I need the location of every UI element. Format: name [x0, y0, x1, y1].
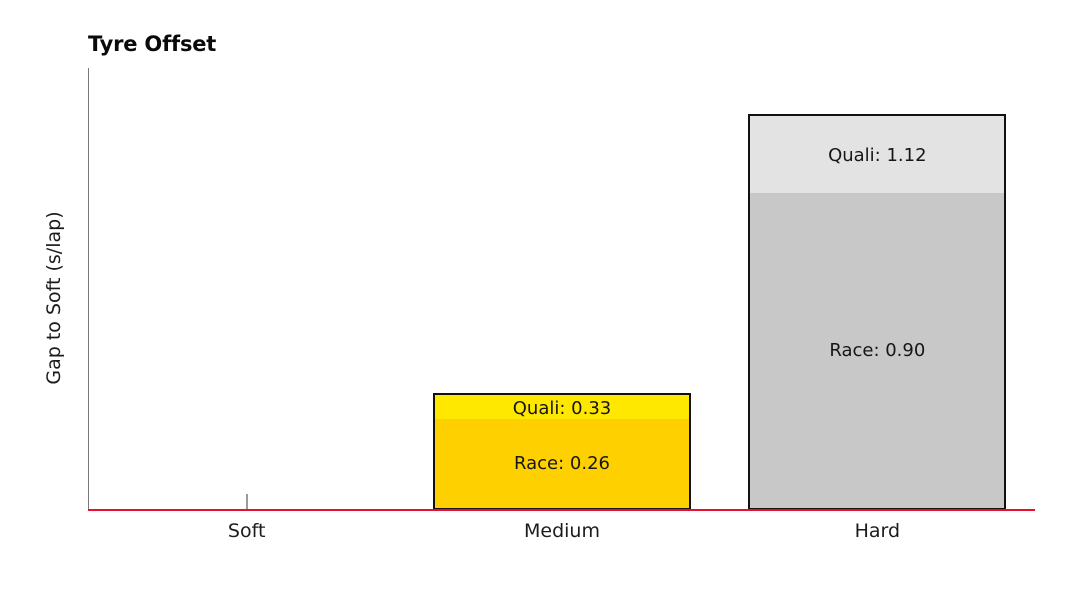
bar-label-race-hard: Race: 0.90 — [829, 339, 926, 361]
y-axis-spine — [88, 68, 89, 510]
x-tick-label-hard: Hard — [854, 520, 901, 542]
x-axis-baseline — [88, 509, 1035, 511]
y-axis-label: Gap to Soft (s/lap) — [43, 211, 65, 385]
bar-label-quali-hard: Quali: 1.12 — [828, 144, 927, 166]
bar-label-race-medium: Race: 0.26 — [514, 453, 610, 475]
bar-group-soft — [118, 68, 376, 510]
chart-title: Tyre Offset — [88, 32, 217, 56]
bar-segment-quali-medium[interactable]: Quali: 0.33 — [435, 395, 689, 420]
bar-segment-race-hard[interactable]: Race: 0.90 — [750, 192, 1005, 508]
bar-label-quali-medium: Quali: 0.33 — [512, 397, 612, 419]
bar-segment-race-medium[interactable]: Race: 0.26 — [435, 419, 689, 508]
x-tick-label-soft: Soft — [227, 520, 266, 542]
zero-bar-marker-soft — [245, 494, 248, 510]
x-tick-label-medium: Medium — [524, 520, 600, 542]
bar-segment-quali-hard[interactable]: Quali: 1.12 — [750, 115, 1005, 193]
